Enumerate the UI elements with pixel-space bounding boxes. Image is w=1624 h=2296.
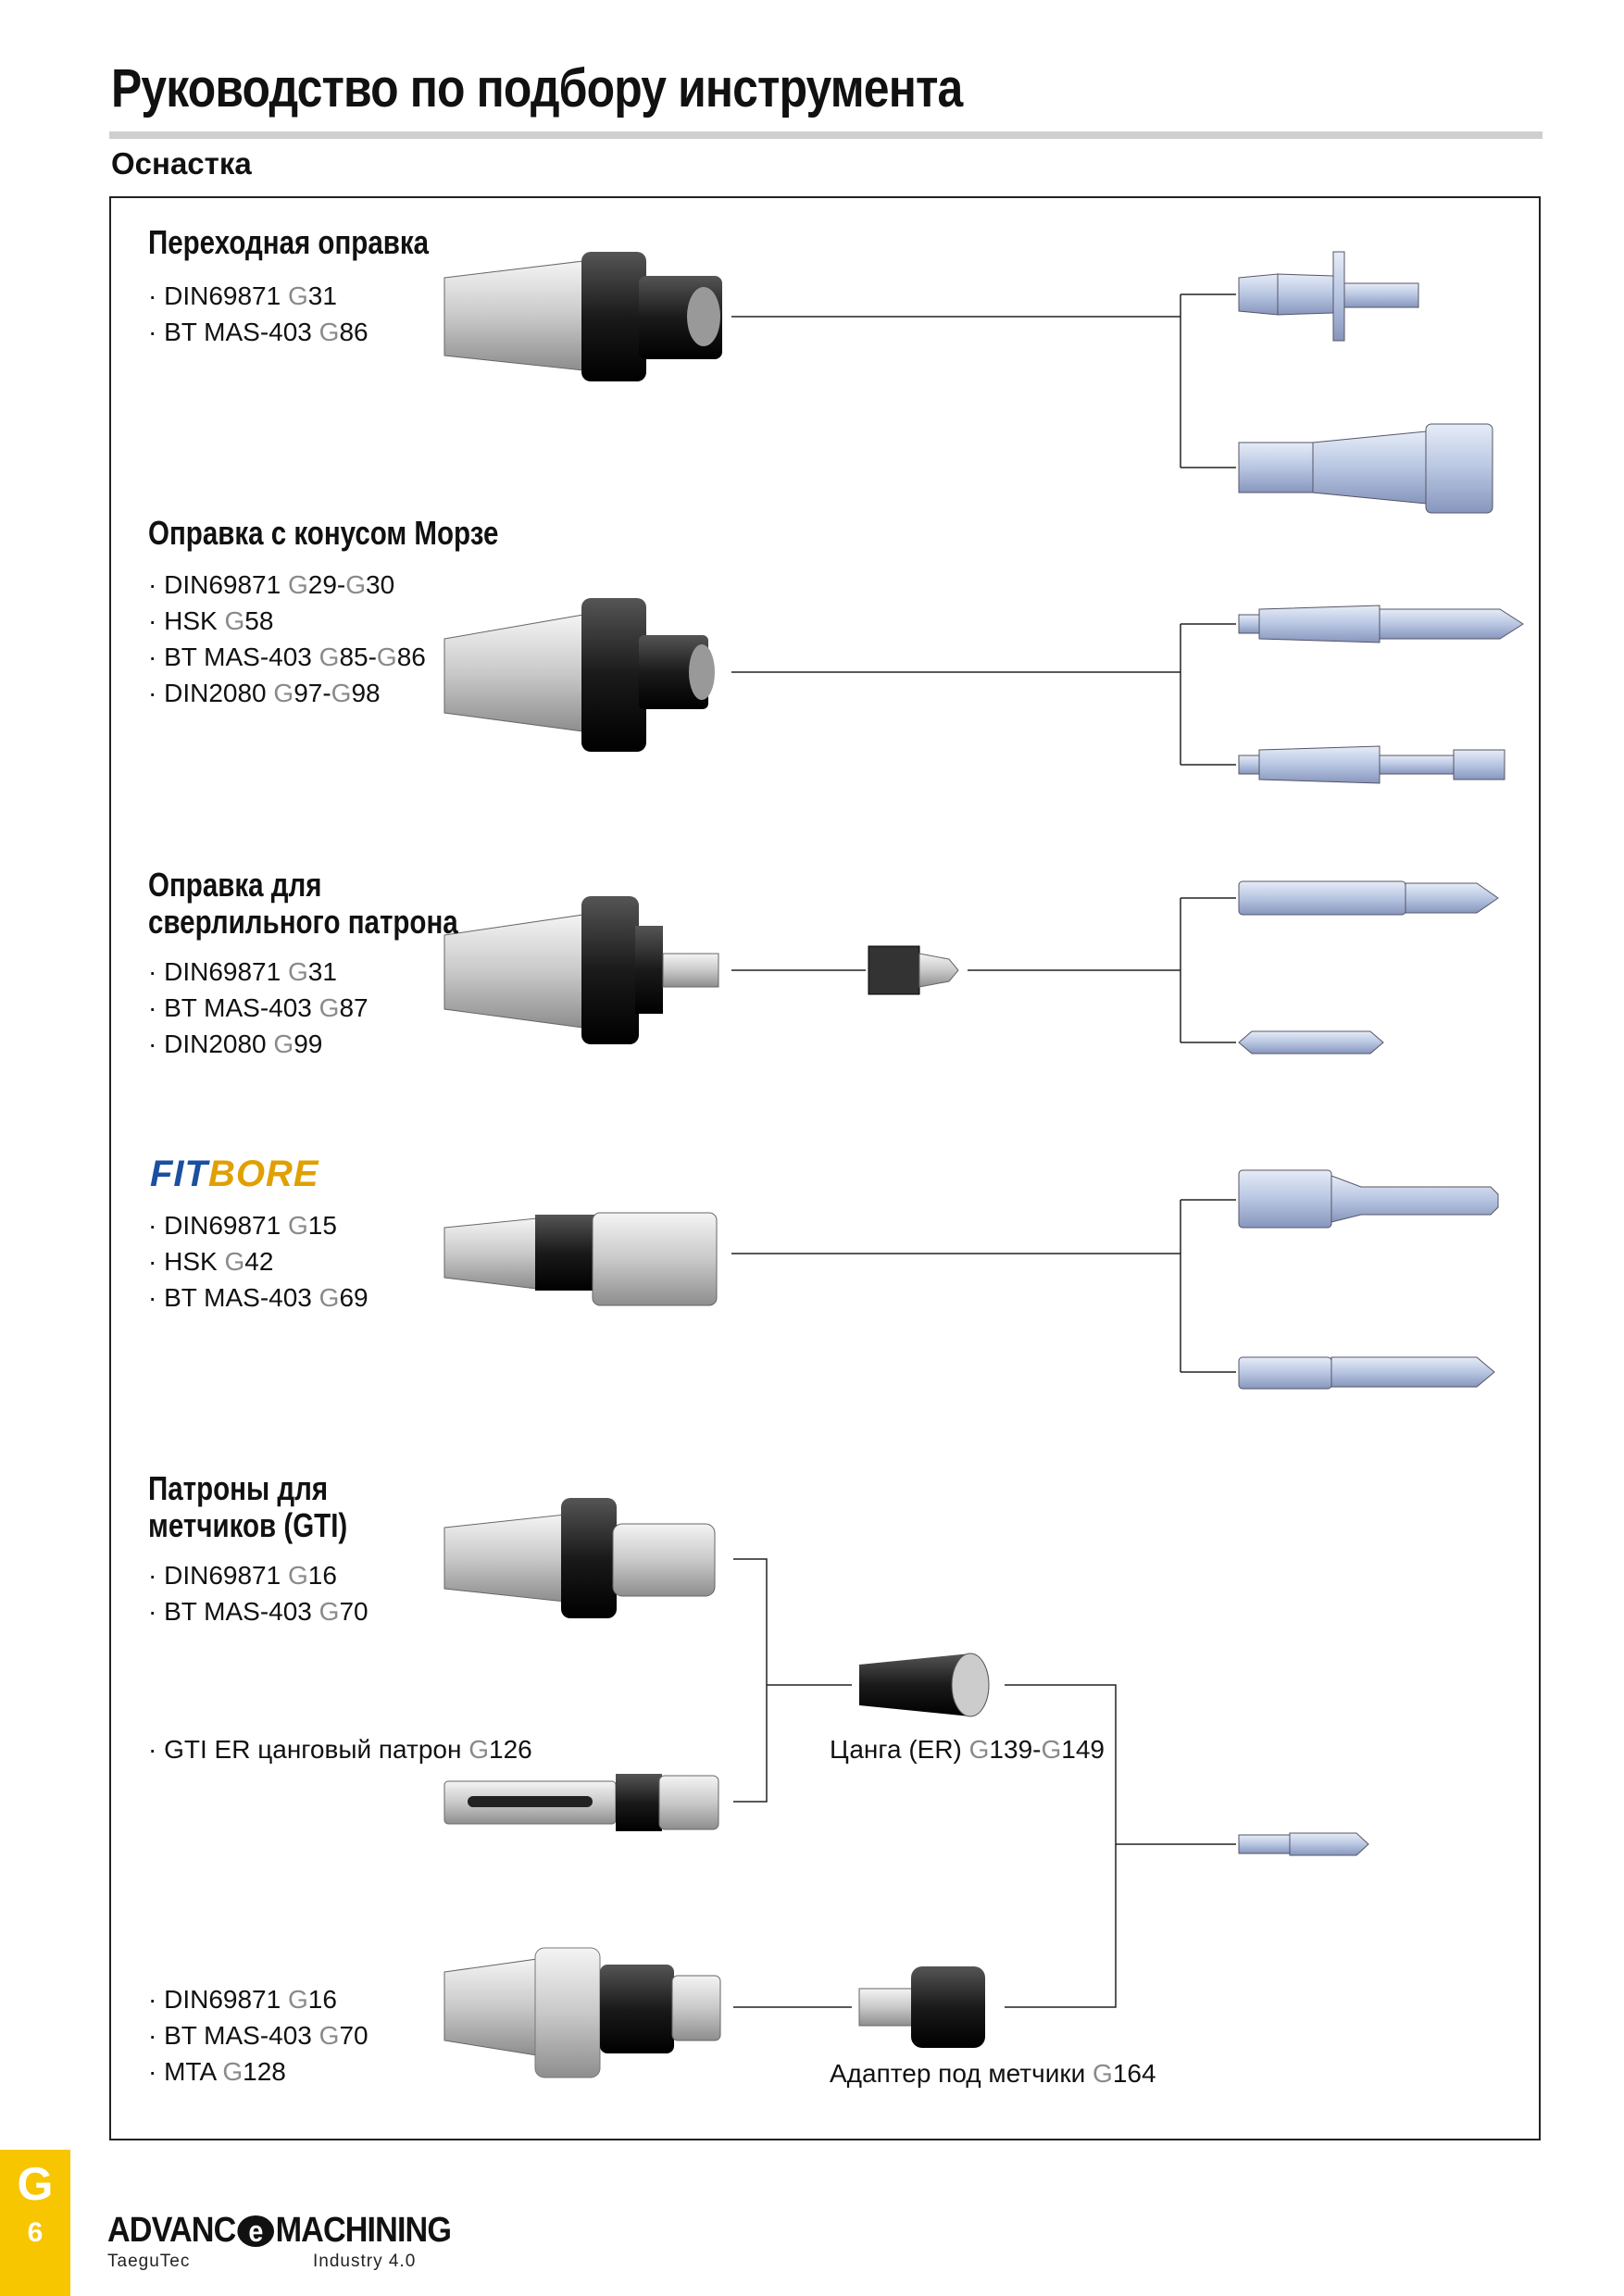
drill-chuck-holder-image xyxy=(443,896,719,1044)
spec-item: · DIN69871 G16 xyxy=(148,1561,337,1590)
section-tab-letter: G xyxy=(17,2158,54,2210)
section-title-morse: Оправка с конусом Морзе xyxy=(148,514,499,552)
adapter-caption: Адаптер под метчики G164 xyxy=(830,2059,1156,2088)
spec-list-fitbore: · DIN69871 G15 · HSK G42 · BT MAS-403 G6… xyxy=(148,1207,369,1316)
spec-item: · DIN2080 G97-G98 xyxy=(148,679,381,707)
tap-tool-image xyxy=(1238,1832,1369,1856)
morse-reamer-image xyxy=(1238,745,1505,784)
collet-adapter-image xyxy=(1238,423,1493,514)
spec-item: · DIN2080 G99 xyxy=(148,1029,323,1058)
section-tab xyxy=(0,2150,70,2296)
spec-list-morse: · DIN69871 G29-G30 · HSK G58 · BT MAS-40… xyxy=(148,567,426,711)
fitbore-holder-image xyxy=(443,1212,718,1306)
spec-item: · BT MAS-403 G85-G86 xyxy=(148,643,426,671)
spec-item: · BT MAS-403 G70 xyxy=(148,2021,369,2050)
gti-er-holder-image xyxy=(443,1774,719,1831)
page-title: Руководство по подбору инструмента xyxy=(111,58,963,119)
tapping-holder-image xyxy=(443,1498,716,1618)
spec-item: · DIN69871 G16 xyxy=(148,1985,337,2014)
morse-adapter-image xyxy=(1238,251,1419,342)
fitbore-logo: FITBORE xyxy=(150,1154,319,1194)
page-subtitle: Оснастка xyxy=(111,146,252,181)
section-title-line: сверлильного патрона xyxy=(148,903,458,941)
spec-list-tapping-attachment: · DIN69871 G16 · BT MAS-403 G70 · MTA G1… xyxy=(148,1981,369,2090)
center-drill-image xyxy=(1238,1030,1384,1054)
spec-item: · DIN69871 G31 xyxy=(148,957,337,986)
twist-drill-image xyxy=(1238,880,1499,916)
section-title-line: Оправка для xyxy=(148,866,322,904)
spec-item: · BT MAS-403 G86 xyxy=(148,318,369,346)
brand-logo-sub-left: TaeguTec xyxy=(107,2252,191,2271)
er-collet-image xyxy=(859,1653,990,1717)
section-title-tapping: Патроны для метчиков (GTI) xyxy=(148,1470,391,1544)
spec-list-adapter: · DIN69871 G31 · BT MAS-403 G86 xyxy=(148,278,369,350)
spec-list-tapping: · DIN69871 G16 · BT MAS-403 G70 xyxy=(148,1557,369,1629)
page-number: 6 xyxy=(27,2217,44,2248)
section-title-line: метчиков (GTI) xyxy=(148,1506,348,1544)
spec-item: · BT MAS-403 G70 xyxy=(148,1597,369,1626)
spec-item: · DIN69871 G15 xyxy=(148,1211,337,1240)
spec-item: · HSK G42 xyxy=(148,1247,274,1276)
spec-item: · BT MAS-403 G87 xyxy=(148,993,369,1022)
spec-list-drill-chuck: · DIN69871 G31 · BT MAS-403 G87 · DIN208… xyxy=(148,954,369,1062)
tapping-attachment-holder-image xyxy=(443,1947,721,2078)
spec-item: · HSK G58 xyxy=(148,606,274,635)
brand-logo-sub-right: Industry 4.0 xyxy=(313,2252,417,2271)
drill-chuck-image xyxy=(868,945,959,995)
spec-item: · DIN69871 G31 xyxy=(148,281,337,310)
tap-adapter-image xyxy=(858,1966,985,2048)
solid-drill-image xyxy=(1238,1356,1495,1390)
section-title-adapter: Переходная оправка xyxy=(148,223,430,261)
morse-drill-image xyxy=(1238,605,1524,643)
spec-item-gti-er: · GTI ER цанговый патрон G126 xyxy=(148,1735,532,1764)
spec-item: · DIN69871 G29-G30 xyxy=(148,570,395,599)
morse-holder-image xyxy=(443,598,715,752)
spec-item: · MTA G128 xyxy=(148,2057,286,2086)
section-title-drill-chuck: Оправка для сверлильного патрона xyxy=(148,867,526,941)
spec-item: · BT MAS-403 G69 xyxy=(148,1283,369,1312)
content-frame xyxy=(109,196,1541,2140)
title-rule xyxy=(109,131,1543,139)
indexable-drill-image xyxy=(1238,1169,1499,1229)
collet-caption: Цанга (ER) G139-G149 xyxy=(830,1735,1105,1764)
section-title-line: Патроны для xyxy=(148,1469,329,1507)
adapter-holder-image xyxy=(443,252,722,381)
